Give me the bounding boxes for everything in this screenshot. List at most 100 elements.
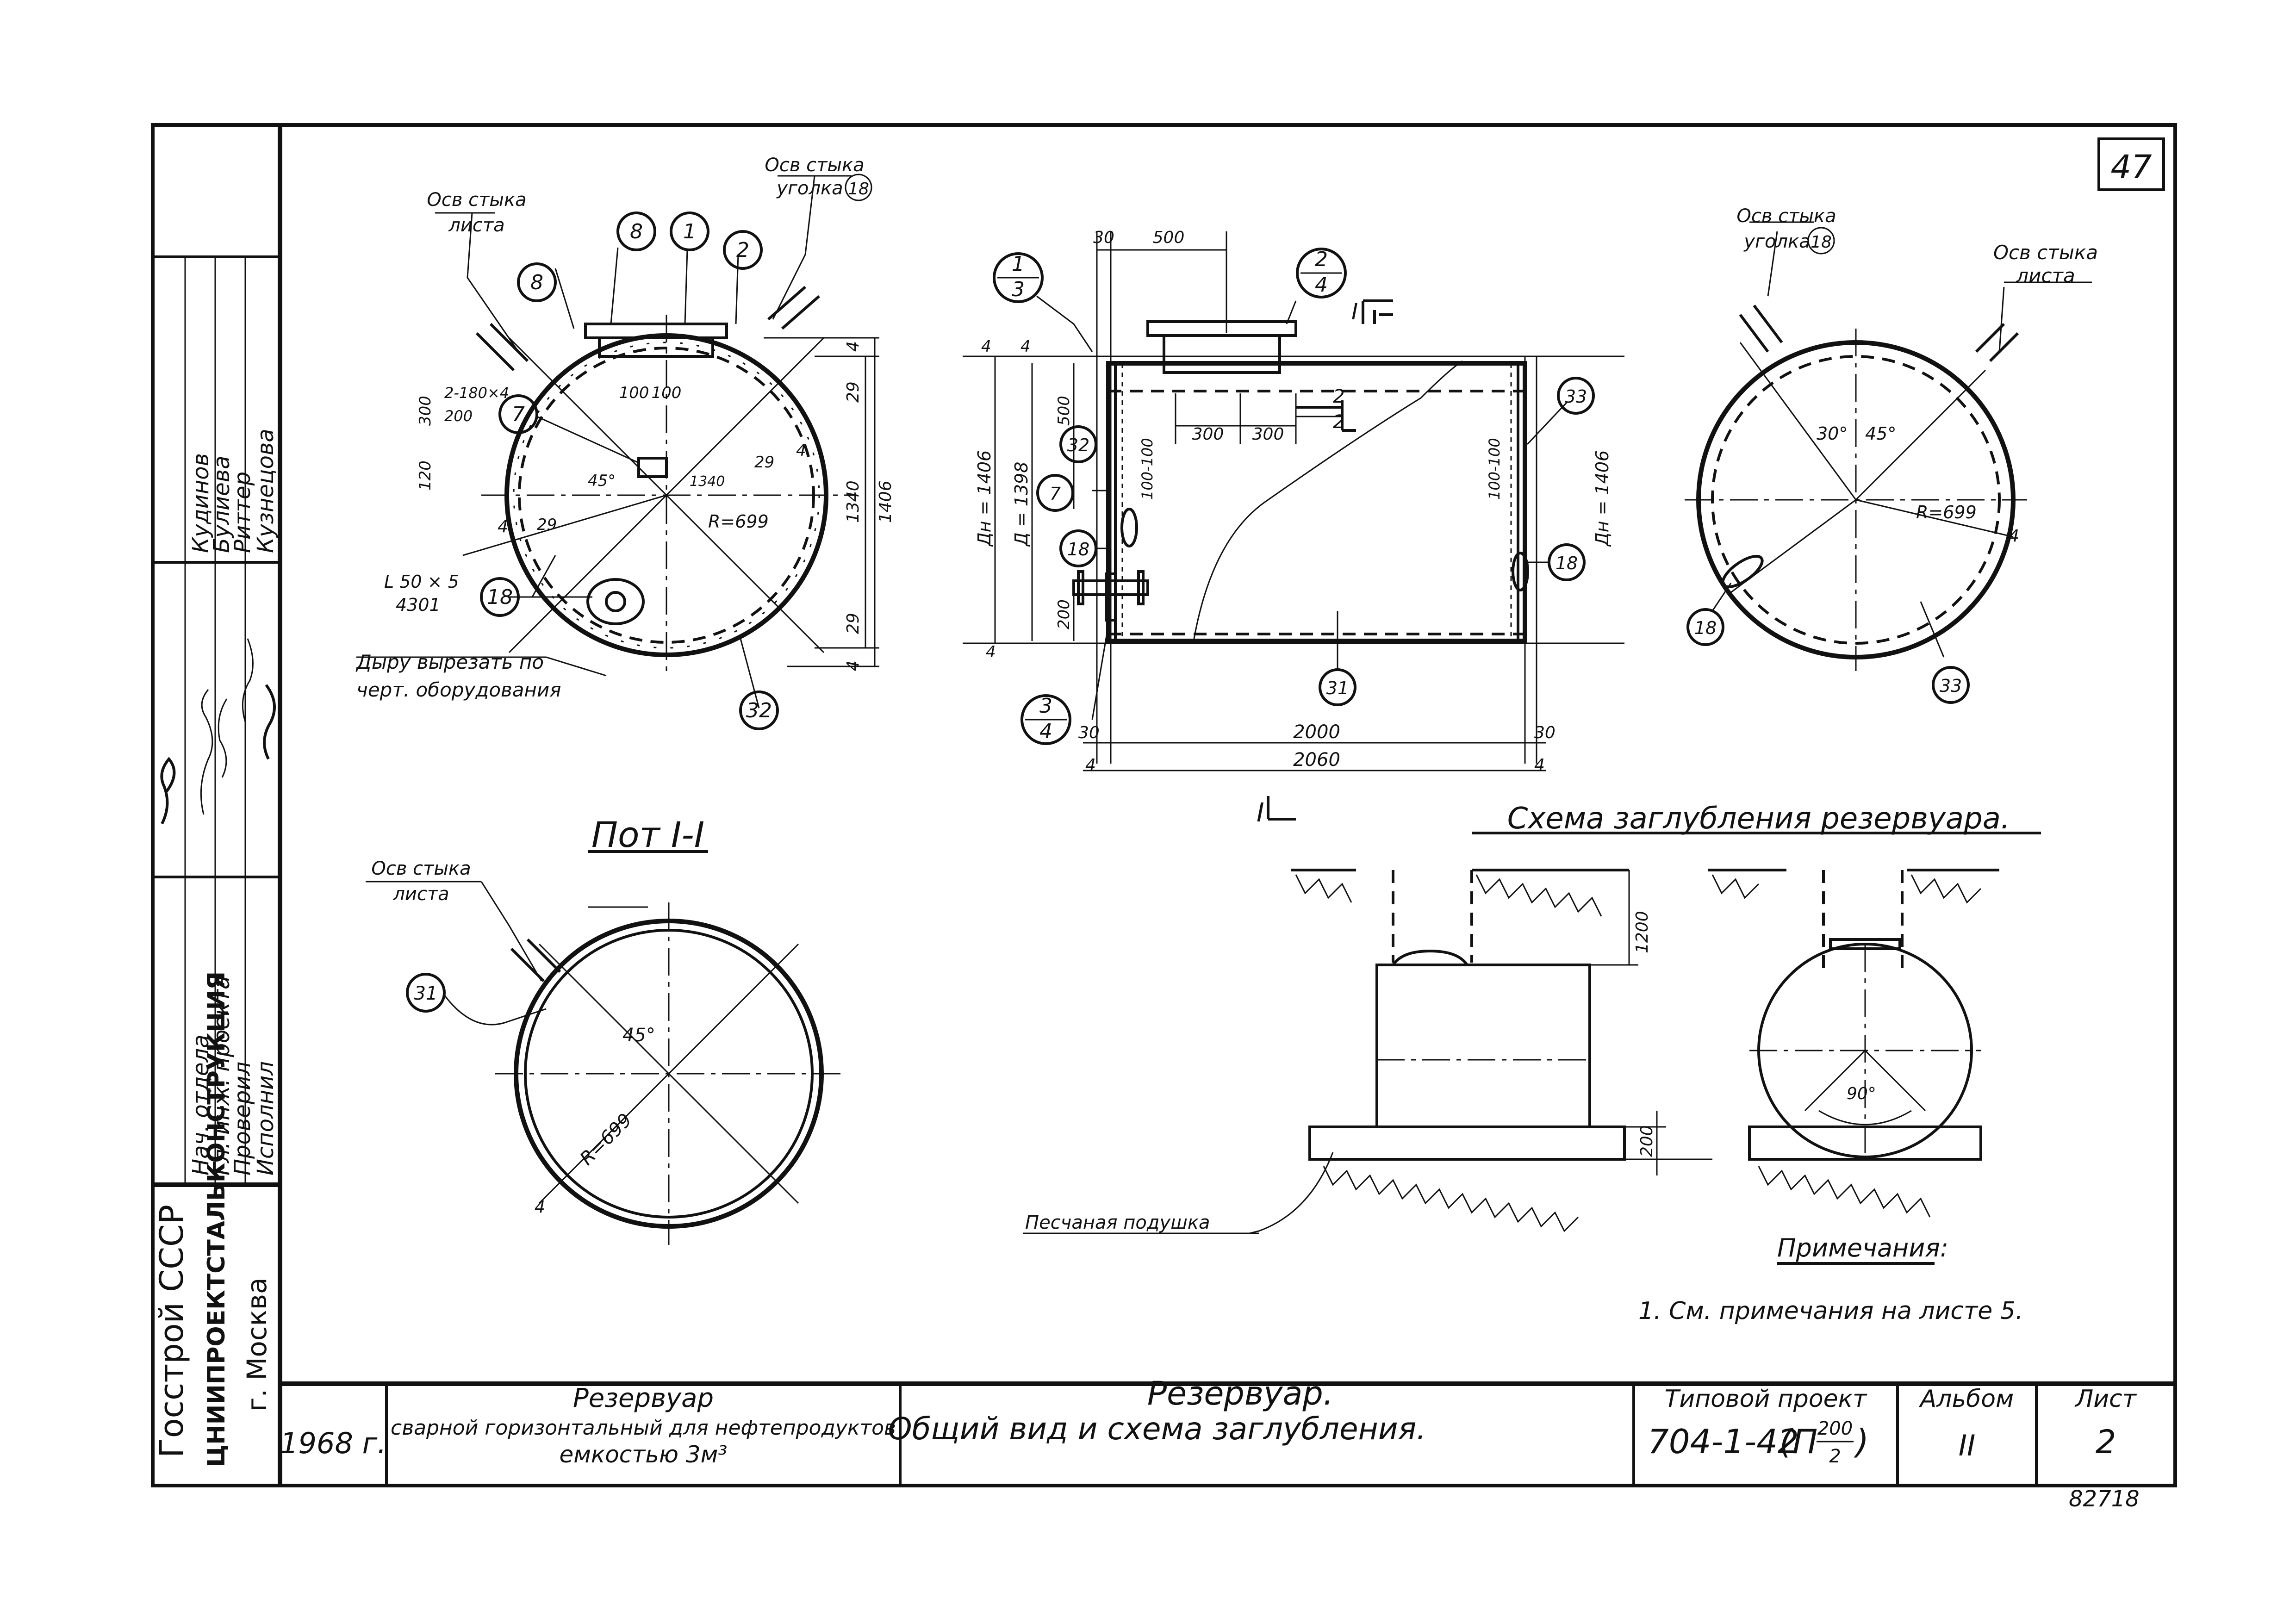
section-title: Пот I-I — [591, 814, 704, 855]
end-seam-angle-callout: 18 — [848, 180, 869, 199]
side-frac-3-den: 4 — [1039, 720, 1052, 743]
section-angle: 45° — [622, 1025, 655, 1046]
end-dim-4-top: 4 — [844, 341, 863, 352]
role-chief-engineer: Гл. инж. проекта — [209, 976, 235, 1175]
end-dim-100b: 100 — [652, 384, 682, 402]
burial-dim-depth: 1200 — [1633, 911, 1652, 953]
right-end-view — [1685, 221, 2092, 704]
side-dim-300a: 300 — [1192, 425, 1224, 444]
end-callout-32: 32 — [746, 699, 772, 722]
right-seam-sheet-l2: листа — [2016, 264, 2075, 287]
corner-sheet-number: 47 — [2110, 148, 2152, 186]
side-callout-7: 7 — [1050, 484, 1061, 504]
end-callout-7: 7 — [512, 403, 525, 426]
end-profile-l2: 4301 — [396, 595, 441, 615]
project-frac-num: 200 — [1817, 1418, 1853, 1439]
sheet-title-line2: Общий вид и схема заглубления. — [888, 1411, 1426, 1447]
end-dim-120: 120 — [416, 460, 435, 491]
end-profile-l1: L 50 × 5 — [384, 572, 459, 592]
burial-sand-label: Песчаная подушка — [1025, 1212, 1210, 1233]
project-close: ) — [1854, 1422, 1869, 1461]
side-dim-2000: 2000 — [1293, 721, 1340, 743]
role-head: Нач. отдела — [188, 1034, 214, 1175]
signature-1 — [160, 757, 176, 825]
side-dim-4-c: 4 — [986, 643, 996, 661]
end-dim-100a: 100 — [619, 384, 649, 402]
end-callout-18: 18 — [487, 585, 513, 609]
side-frac-1-num: 1 — [1012, 252, 1025, 276]
end-view — [356, 175, 879, 730]
left-strip: Госстрой СССР ЦНИИПРОЕКТСТАЛЬКОНСТРУКЦИЯ… — [153, 429, 279, 1467]
side-callout-18a: 18 — [1067, 539, 1089, 560]
side-frac-2-num: 2 — [1315, 248, 1328, 271]
side-dim-30-top: 30 — [1093, 228, 1114, 247]
section-dim-4: 4 — [535, 1198, 545, 1217]
project-number: 704-1-42 — [1648, 1422, 1799, 1461]
org-institute: ЦНИИПРОЕКТСТАЛЬКОНСТРУКЦИЯ — [203, 971, 230, 1467]
end-dim-4-left: 4 — [498, 517, 508, 536]
signature-5 — [263, 684, 276, 760]
end-callout-8a: 8 — [630, 220, 643, 243]
burial-angle: 90° — [1847, 1084, 1876, 1103]
signature-4 — [242, 638, 254, 722]
burial-scheme — [1023, 832, 2041, 1234]
side-dim-dn-left: Дн = 1406 — [974, 450, 995, 547]
org-city: г. Москва — [241, 1277, 273, 1412]
object-title-line3: емкостью 3м³ — [560, 1441, 728, 1468]
right-dim-4: 4 — [2009, 527, 2019, 546]
right-seam-angle-callout: 18 — [1811, 233, 1832, 252]
end-dim-29-top: 29 — [844, 381, 863, 403]
side-dim-30-br: 30 — [1534, 723, 1556, 742]
project-frac-den: 2 — [1829, 1446, 1841, 1467]
right-radius: R=699 — [1916, 502, 1977, 522]
end-seam-sheet-l2: листа — [448, 215, 504, 236]
right-callout-18: 18 — [1694, 618, 1717, 638]
note-item-1: 1. См. примечания на листе 5. — [1638, 1297, 2023, 1325]
object-title-line2: сварной горизонтальный для нефтепродукто… — [391, 1416, 896, 1440]
side-dim-4-b: 4 — [1020, 337, 1031, 356]
end-dim-1406: 1406 — [876, 480, 895, 523]
object-title-line1: Резервуар — [573, 1383, 714, 1413]
signature-3 — [218, 698, 228, 778]
side-cut-2b: 2 — [1333, 411, 1344, 433]
side-dim-500-top: 500 — [1153, 228, 1185, 247]
side-view — [963, 231, 1624, 821]
section-radius: R=699 — [576, 1109, 636, 1169]
end-seam-angle-l2: уголка — [776, 178, 843, 199]
notes-heading: Примечания: — [1777, 1233, 1948, 1262]
end-hole-note-l1: Дыру вырезать по — [355, 651, 544, 673]
sheet-value: 2 — [2096, 1423, 2116, 1461]
org-gosstroy: Госстрой СССР — [153, 1205, 191, 1458]
right-angle-45: 45° — [1865, 423, 1896, 444]
end-dim-29-inner: 29 — [754, 453, 774, 472]
side-dim-100-100-left: 100-100 — [1139, 438, 1156, 500]
album-label: Альбом — [1919, 1385, 2014, 1413]
side-section-mark-bottom: I — [1257, 798, 1264, 828]
right-seam-sheet-l1: Осв стыка — [1993, 241, 2098, 264]
name-bulieva: Булиева — [209, 456, 235, 553]
end-radius: R=699 — [708, 511, 769, 532]
project-label: Типовой проект — [1665, 1385, 1867, 1413]
name-kuznetsova: Кузнецова — [253, 429, 279, 553]
end-dim-1340-diag: 1340 — [690, 473, 725, 490]
end-dim-200: 200 — [444, 407, 473, 425]
side-frac-2-den: 4 — [1315, 273, 1328, 297]
side-dim-4-a: 4 — [981, 337, 991, 356]
section-callout-31: 31 — [414, 983, 438, 1004]
side-callout-18b: 18 — [1556, 553, 1578, 573]
side-dim-2060: 2060 — [1293, 749, 1340, 771]
side-callout-32: 32 — [1067, 435, 1089, 455]
side-callout-31: 31 — [1326, 678, 1349, 698]
side-dim-dn-right: Дн = 1406 — [1592, 450, 1612, 547]
end-dim-29-bottom: 29 — [844, 613, 863, 634]
year: 1968 г. — [280, 1426, 386, 1460]
right-seam-angle-l1: Осв стыка — [1736, 205, 1836, 227]
side-section-mark-top: I — [1351, 299, 1358, 325]
section-seam-l1: Осв стыка — [371, 858, 471, 879]
burial-title: Схема заглубления резервуара. — [1507, 802, 2010, 836]
side-dim-300b: 300 — [1252, 425, 1284, 444]
project-suffix: (П — [1780, 1422, 1817, 1461]
side-dim-200-left: 200 — [1055, 599, 1073, 629]
role-executed: Исполнил — [253, 1061, 279, 1175]
album-value: II — [1959, 1429, 1976, 1462]
